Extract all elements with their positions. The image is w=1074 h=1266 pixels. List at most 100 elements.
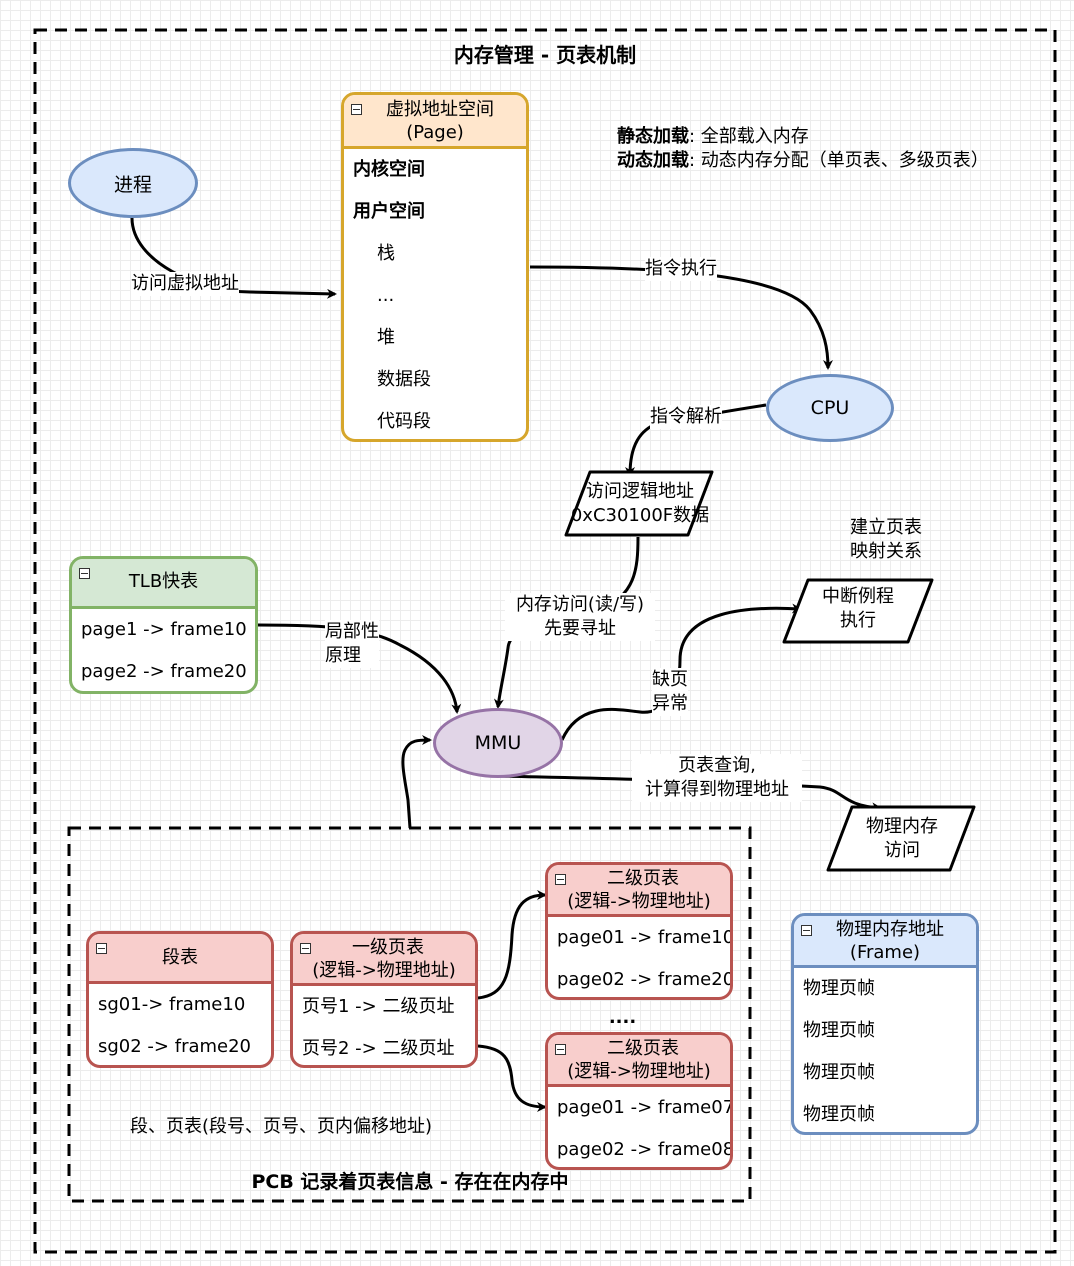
label-page-lookup-line2: 计算得到物理地址 [645, 779, 789, 800]
virtual-address-space-header: 虚拟地址空间 (Page) [344, 95, 526, 149]
label-access-virtual: 访问虚拟地址 [131, 272, 239, 296]
logical-address-line2: 0xC30100F数据 [570, 505, 710, 526]
label-locality-line2: 原理 [325, 645, 361, 666]
segment-page-note: 段、页表(段号、页号、页内偏移地址) [130, 1116, 433, 1137]
segment-row: sg02 -> frame20 [98, 1036, 252, 1057]
tlb-header: TLB快表 [72, 559, 255, 609]
label-page-lookup: 页表查询, 计算得到物理地址 [632, 754, 802, 802]
label-memory-access-line1: 内存访问(读/写) [515, 594, 645, 615]
outer-frame [33, 28, 1057, 1254]
interrupt-routine-node: 中断例程 执行 [798, 585, 918, 633]
label-locality-line1: 局部性 [325, 621, 379, 642]
interrupt-routine-line1: 中断例程 [822, 586, 894, 607]
logical-address-shape [564, 470, 714, 537]
static-load-label: 静态加载 [617, 126, 689, 147]
mmu-node: MMU [433, 708, 563, 778]
dynamic-load-text: : 动态内存分配（单页表、多级页表） [689, 150, 989, 171]
virtual-address-space-box: 虚拟地址空间 (Page) 内核空间 用户空间 栈 ... 堆 数据段 代码段 [341, 92, 529, 442]
data-segment-row: 数据段 [377, 369, 431, 390]
heap-row: 堆 [377, 327, 395, 348]
level1-page-table-title: 一级页表 [352, 937, 424, 958]
interrupt-routine-shape [782, 578, 934, 644]
level2-page-table-b-box: 二级页表 (逻辑->物理地址) page01 -> frame07 page02… [545, 1032, 733, 1170]
label-build-mapping: 建立页表 映射关系 [826, 516, 946, 564]
level2-row: page01 -> frame07 [557, 1097, 730, 1118]
label-instruction-parse: 指令解析 [650, 405, 722, 429]
frame-row: 物理页帧 [803, 1020, 875, 1041]
label-page-fault-line2: 异常 [652, 693, 688, 714]
ellipsis-row: ... [377, 285, 395, 306]
level2-row: page02 -> frame08 [557, 1139, 730, 1160]
level2-page-table-a-title: 二级页表 [607, 868, 679, 889]
logical-address-line1: 访问逻辑地址 [586, 481, 694, 502]
virtual-address-space-subtitle: (Page) [406, 122, 464, 143]
collapse-icon[interactable] [555, 874, 566, 885]
physical-frames-title: 物理内存地址 [836, 919, 944, 940]
collapse-icon[interactable] [801, 925, 812, 936]
segment-row: sg01-> frame10 [98, 994, 246, 1015]
edge-level1-to-level2b [477, 1044, 547, 1112]
label-page-fault: 缺页 异常 [652, 668, 688, 716]
level2-page-table-b-header: 二级页表 (逻辑->物理地址) [548, 1035, 730, 1087]
interrupt-routine-line2: 执行 [840, 610, 876, 631]
level2-page-table-a-header: 二级页表 (逻辑->物理地址) [548, 865, 730, 917]
physical-frames-box: 物理内存地址 (Frame) 物理页帧 物理页帧 物理页帧 物理页帧 [791, 913, 979, 1135]
level2-page-table-a-box: 二级页表 (逻辑->物理地址) page01 -> frame10 page02… [545, 862, 733, 1000]
collapse-icon[interactable] [79, 568, 90, 579]
edge-pcb-to-mmu [401, 735, 432, 829]
user-space-row: 用户空间 [353, 201, 425, 222]
virtual-address-space-title: 虚拟地址空间 [386, 99, 494, 120]
segment-table-title: 段表 [162, 947, 198, 968]
tlb-row: page1 -> frame10 [81, 619, 247, 640]
collapse-icon[interactable] [555, 1044, 566, 1055]
frame-row: 物理页帧 [803, 1062, 875, 1083]
diagram-title: 内存管理 - 页表机制 [453, 43, 637, 67]
physical-access-line1: 物理内存 [866, 816, 938, 837]
label-page-lookup-line1: 页表查询, [678, 755, 756, 776]
stack-row: 栈 [377, 243, 395, 264]
tlb-row: page2 -> frame20 [81, 661, 247, 682]
cpu-node: CPU [766, 374, 894, 442]
physical-frames-header: 物理内存地址 (Frame) [794, 916, 976, 968]
frame-row: 物理页帧 [803, 1104, 875, 1125]
segment-table-box: 段表 sg01-> frame10 sg02 -> frame20 [86, 931, 274, 1068]
edge-virtual-to-cpu [529, 265, 833, 370]
level2-page-table-b-title: 二级页表 [607, 1038, 679, 1059]
physical-frames-subtitle: (Frame) [849, 942, 921, 963]
label-memory-access-line2: 先要寻址 [544, 618, 616, 639]
physical-access-node: 物理内存 访问 [842, 815, 962, 863]
level2-row: page02 -> frame20 [557, 969, 730, 990]
label-memory-access: 内存访问(读/写) 先要寻址 [505, 593, 655, 641]
level1-row: 页号2 -> 二级页址 [302, 1038, 455, 1059]
label-build-mapping-line2: 映射关系 [850, 541, 922, 562]
level2-row: page01 -> frame10 [557, 927, 730, 948]
level1-row: 页号1 -> 二级页址 [302, 996, 455, 1017]
level2-page-table-b-subtitle: (逻辑->物理地址) [567, 1061, 711, 1082]
load-note: 静态加载: 全部载入内存 动态加载: 动态内存分配（单页表、多级页表） [617, 125, 989, 173]
collapse-icon[interactable] [96, 943, 107, 954]
level1-page-table-subtitle: (逻辑->物理地址) [312, 960, 456, 981]
pcb-caption: PCB 记录着页表信息 - 存在在内存中 [251, 1171, 569, 1193]
more-tables-dots: .... [608, 1007, 637, 1028]
code-segment-row: 代码段 [377, 411, 431, 432]
label-page-fault-line1: 缺页 [652, 669, 688, 690]
edge-tlb-to-mmu [257, 623, 462, 714]
segment-table-header: 段表 [89, 934, 271, 984]
label-build-mapping-line1: 建立页表 [850, 517, 922, 538]
label-instruction-exec: 指令执行 [645, 257, 717, 281]
tlb-title: TLB快表 [128, 571, 199, 592]
edge-level1-to-level2a [477, 890, 547, 1000]
static-load-text: : 全部载入内存 [689, 126, 809, 147]
logical-address-node: 访问逻辑地址 0xC30100F数据 [555, 480, 725, 528]
collapse-icon[interactable] [300, 943, 311, 954]
tlb-box: TLB快表 page1 -> frame10 page2 -> frame20 [69, 556, 258, 694]
collapse-icon[interactable] [351, 104, 362, 115]
level1-page-table-header: 一级页表 (逻辑->物理地址) [293, 934, 475, 986]
process-node: 进程 [68, 148, 198, 218]
physical-access-line2: 访问 [884, 840, 920, 861]
physical-access-shape [826, 805, 976, 872]
level2-page-table-a-subtitle: (逻辑->物理地址) [567, 891, 711, 912]
level1-page-table-box: 一级页表 (逻辑->物理地址) 页号1 -> 二级页址 页号2 -> 二级页址 [290, 931, 478, 1068]
kernel-space-row: 内核空间 [353, 159, 425, 180]
